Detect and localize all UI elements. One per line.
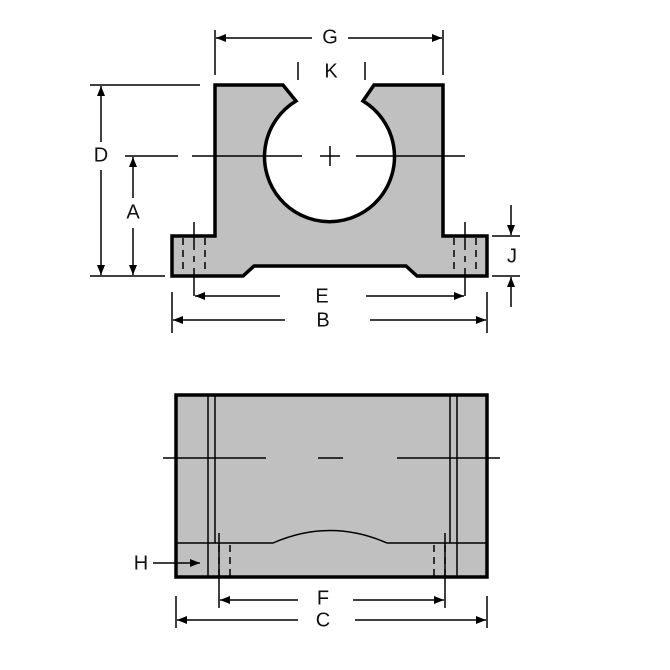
base-relief-line (177, 529, 486, 544)
front-view: G K D A J (90, 26, 520, 333)
front-view-body (170, 83, 489, 278)
label-a: A (126, 201, 140, 223)
mounting-hole-hidden-lines (182, 222, 477, 300)
dimension-b: B (171, 292, 488, 333)
dimension-f: F (218, 533, 446, 609)
side-view-body (174, 393, 489, 579)
bore-centerline (125, 146, 465, 166)
side-view-edge-lines (207, 396, 458, 576)
label-d: D (94, 144, 108, 166)
dimension-c: C (175, 596, 488, 631)
label-b: B (316, 309, 329, 331)
label-e: E (315, 285, 328, 307)
dimension-h: H (134, 552, 200, 574)
label-j: J (507, 245, 517, 267)
label-k: K (324, 60, 338, 82)
label-g: G (322, 26, 338, 48)
dimension-j: J (492, 205, 520, 307)
side-view: H F C (134, 393, 500, 631)
dimension-a: A (126, 157, 140, 275)
label-f: F (317, 587, 329, 609)
dimension-k: K (297, 60, 366, 82)
label-c: C (316, 609, 330, 631)
dimension-g: G (214, 26, 444, 75)
dimension-e: E (195, 285, 464, 307)
label-h: H (134, 552, 148, 574)
dimension-d: D (90, 84, 200, 277)
